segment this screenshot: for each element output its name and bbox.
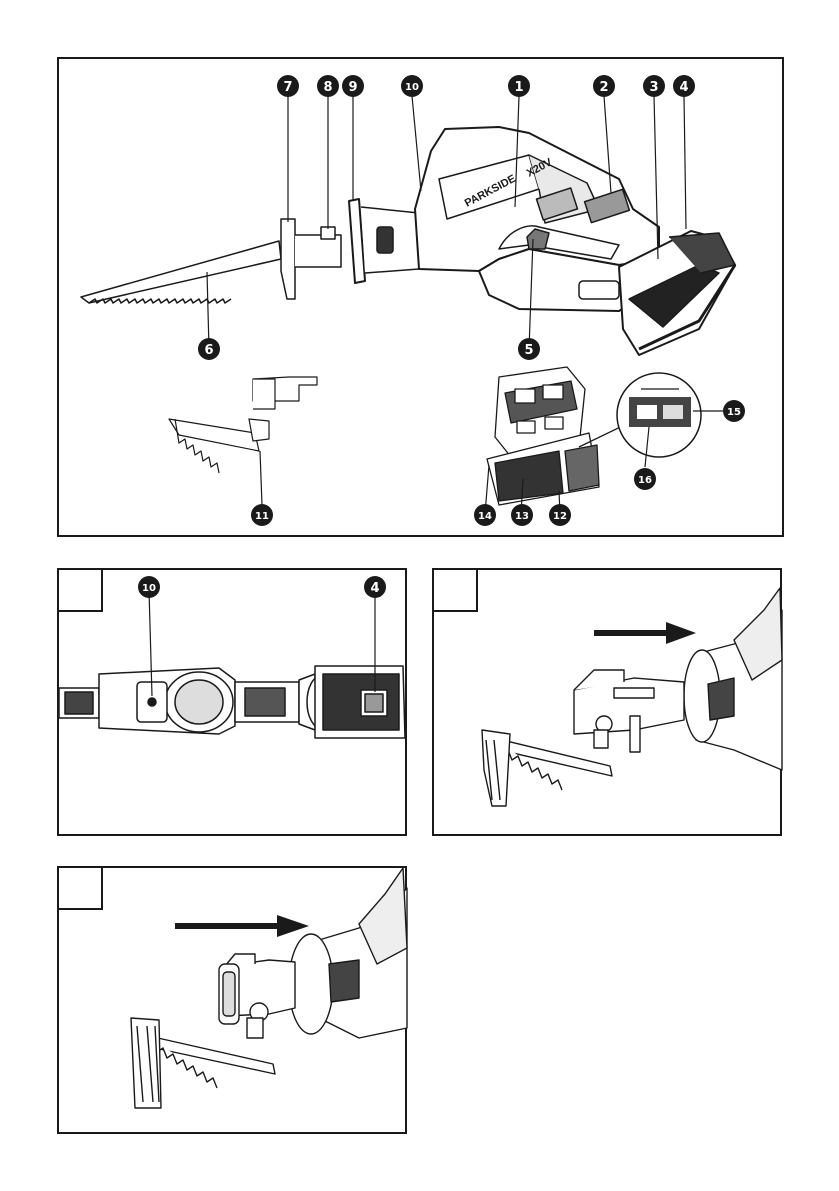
figure-a-drawing: 10 4: [59, 570, 409, 838]
callout-6-label: 6: [204, 343, 213, 358]
callout-4-label: 4: [679, 80, 688, 95]
callout-13-label: 13: [515, 511, 529, 522]
callout-7-label: 7: [283, 80, 292, 95]
brand-text: PARKSIDE: [463, 173, 518, 210]
callout-10-label: 10: [405, 82, 419, 93]
callout-10: 10: [401, 75, 423, 97]
callout-1: 1: [508, 75, 530, 97]
figure-b-frame: [432, 568, 782, 836]
callout-3-label: 3: [649, 80, 658, 95]
callout-14: 14: [474, 504, 496, 526]
callout-16: 16: [634, 468, 656, 490]
callout-12-label: 12: [553, 511, 567, 522]
callout-14-label: 14: [478, 511, 492, 522]
callout-16-label: 16: [638, 475, 652, 486]
callout-1-label: 1: [514, 80, 523, 95]
callout-8: 8: [317, 75, 339, 97]
callout-2: 2: [593, 75, 615, 97]
callout-5-label: 5: [524, 343, 533, 358]
callout-9-label: 9: [348, 80, 357, 95]
model-text: X20V: [525, 156, 555, 180]
figure-c-arrow: [175, 915, 309, 937]
main-figure-frame: 7 8 9 10 1 2 3 4 6 5 11 14 13 12 15 16 P…: [57, 57, 784, 537]
figure-c-drawing: [59, 868, 409, 1136]
callouts-svg: 7 8 9 10 1 2 3 4 6 5 11 14 13 12 15 16 P…: [59, 59, 786, 539]
figure-a-callout-4-label: 4: [370, 581, 379, 596]
figure-a-frame: 10 4: [57, 568, 407, 836]
callout-5: 5: [518, 338, 540, 360]
callout-9: 9: [342, 75, 364, 97]
callout-15: 15: [723, 400, 745, 422]
callout-7: 7: [277, 75, 299, 97]
callout-15-label: 15: [727, 407, 741, 418]
callout-3: 3: [643, 75, 665, 97]
callout-13: 13: [511, 504, 533, 526]
callout-11-label: 11: [255, 511, 269, 522]
callout-8-label: 8: [323, 80, 332, 95]
callout-6: 6: [198, 338, 220, 360]
figure-a-callout-10-label: 10: [142, 583, 156, 594]
figure-c-frame: [57, 866, 407, 1134]
callout-11: 11: [251, 504, 273, 526]
figure-a-callout-10: 10: [138, 576, 160, 598]
figure-b-drawing: [434, 570, 784, 838]
callout-4: 4: [673, 75, 695, 97]
figure-a-callout-4: 4: [364, 576, 386, 598]
callout-2-label: 2: [599, 80, 608, 95]
figure-b-arrow: [594, 622, 696, 644]
callout-12: 12: [549, 504, 571, 526]
